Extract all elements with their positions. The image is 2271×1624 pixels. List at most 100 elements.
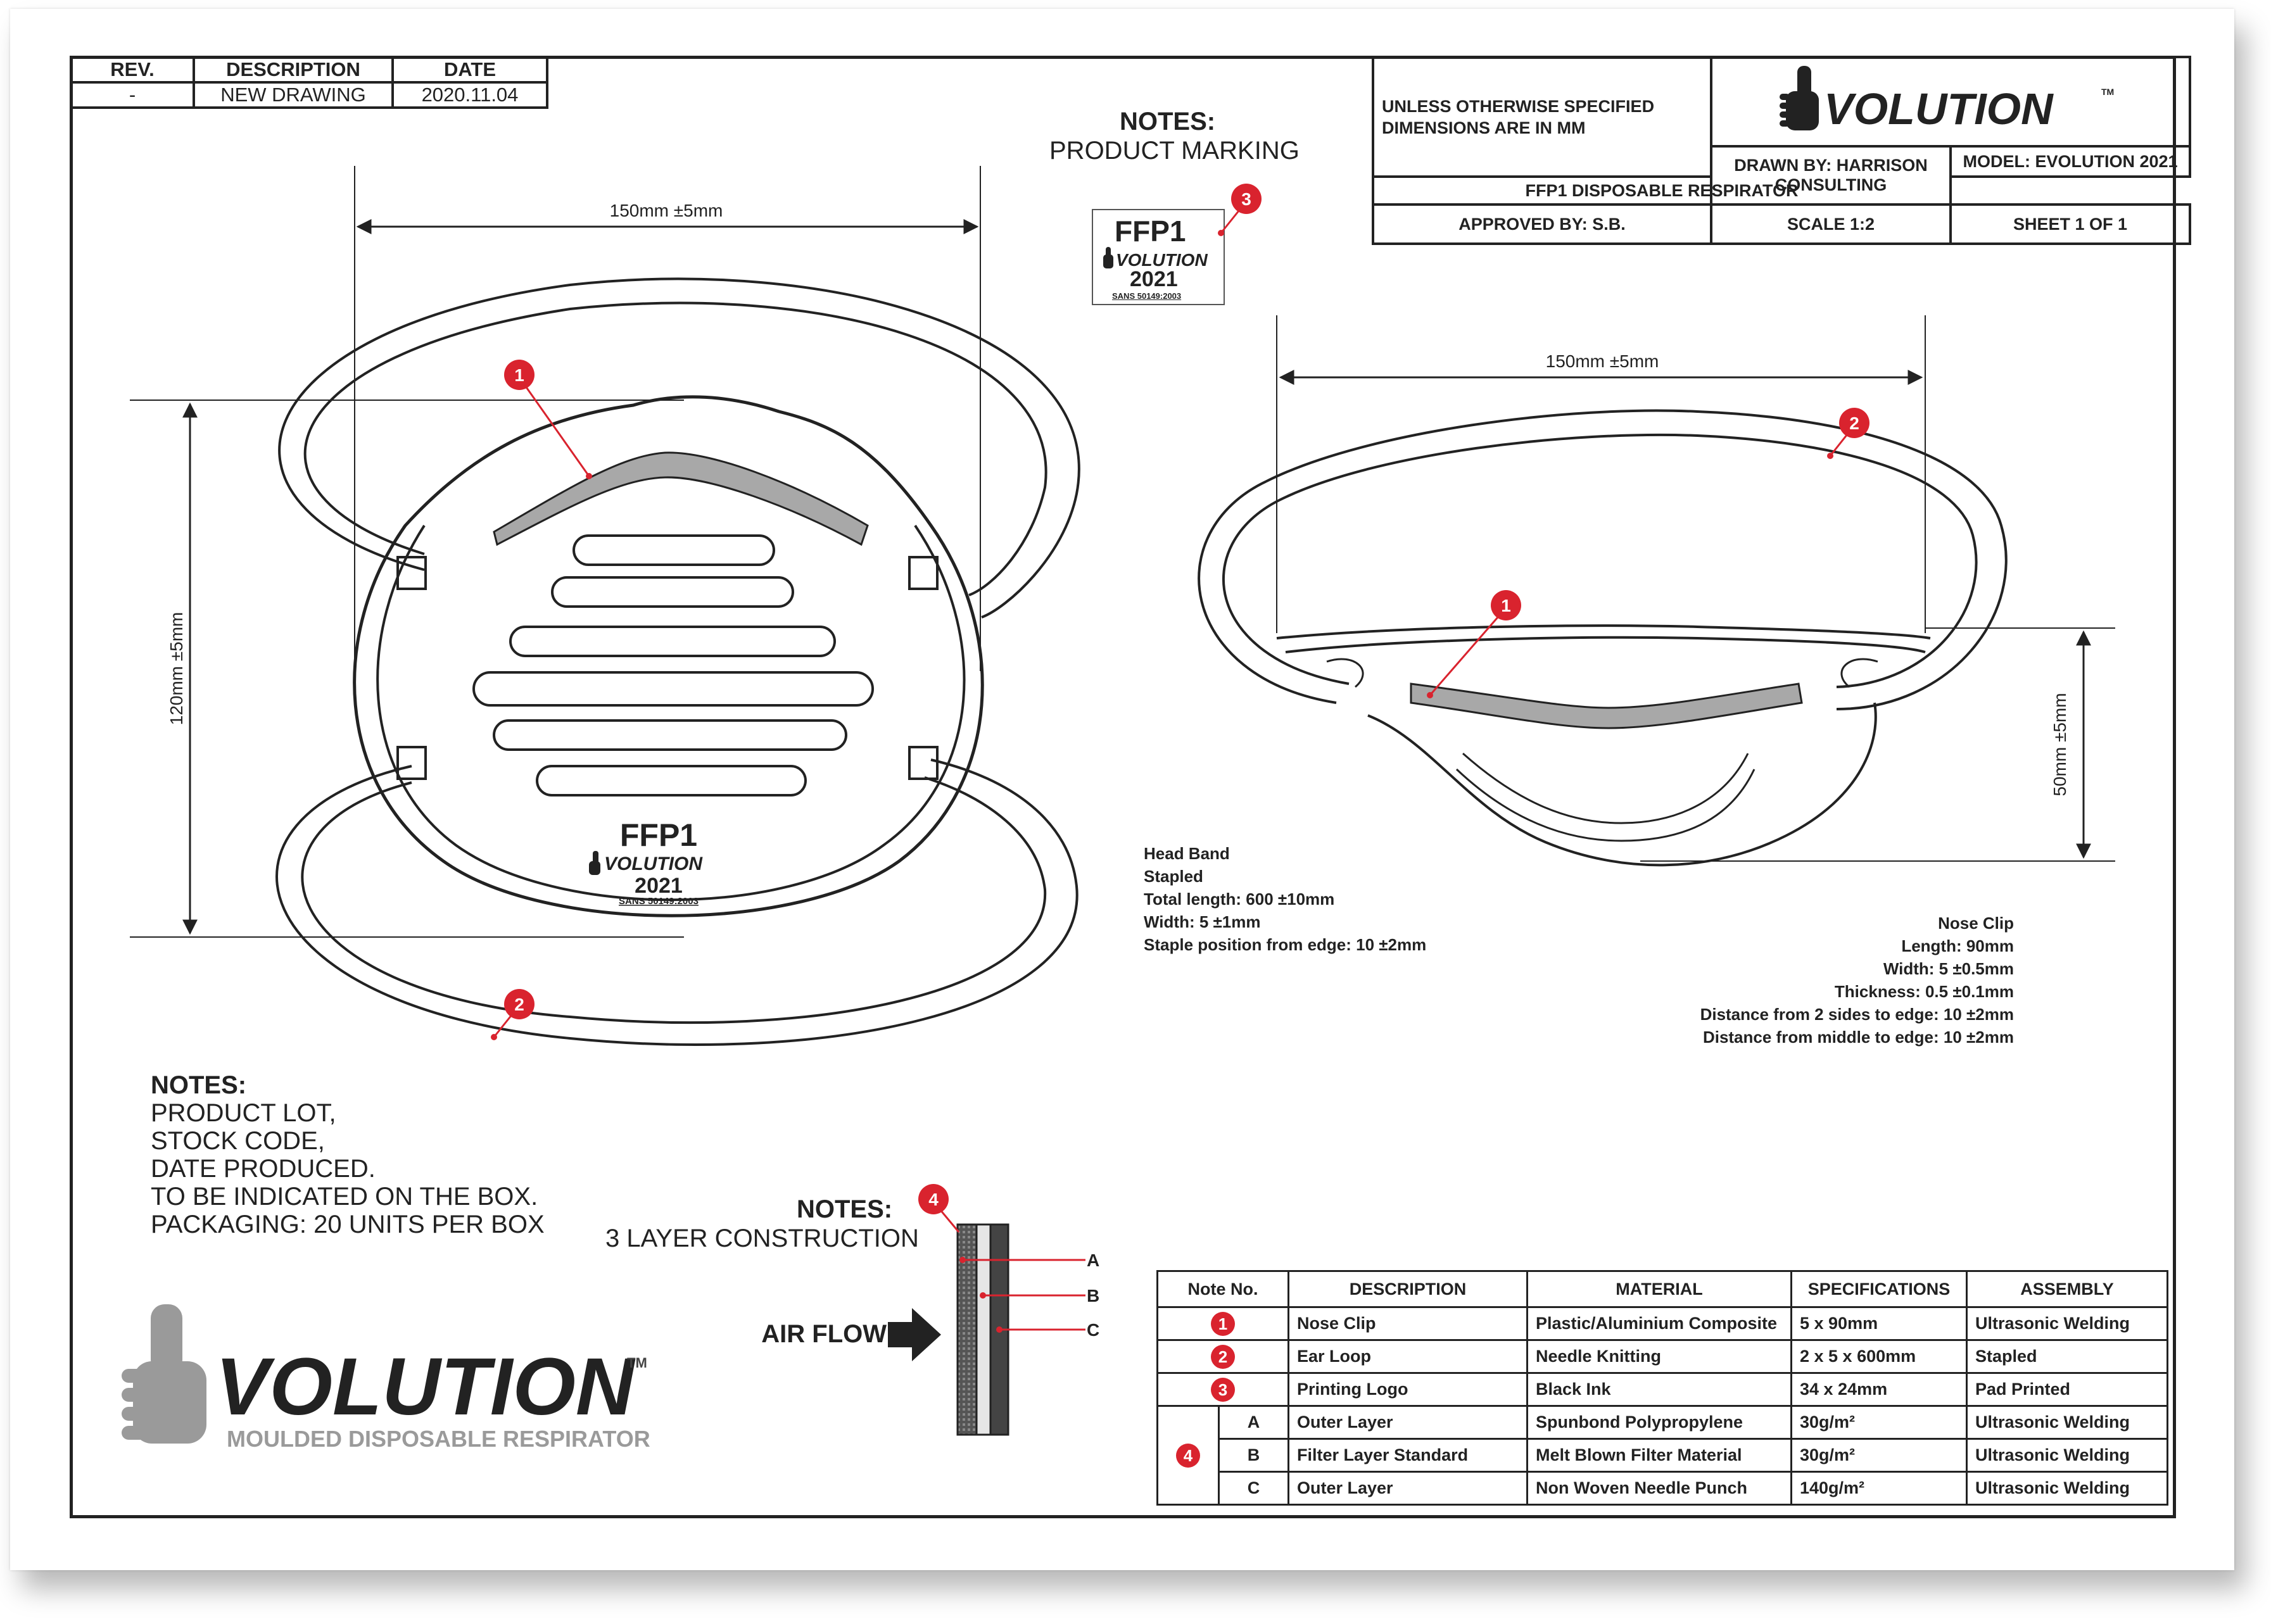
cell-material: Black Ink bbox=[1526, 1372, 1792, 1407]
cell-material: Non Woven Needle Punch bbox=[1526, 1471, 1792, 1506]
note-badge: 1 bbox=[1211, 1311, 1235, 1336]
rev-header: REV. bbox=[70, 56, 195, 84]
scale-label: SCALE 1:2 bbox=[1710, 203, 1952, 245]
table-row: 4 A Outer Layer Spunbond Polypropylene 3… bbox=[1156, 1405, 2168, 1506]
cell-sub: A bbox=[1218, 1405, 1289, 1440]
spec-header-material: MATERIAL bbox=[1526, 1270, 1792, 1308]
note-number: 1 bbox=[1156, 1306, 1289, 1341]
callout-4: 4 bbox=[918, 1184, 960, 1233]
head-band-line: Stapled bbox=[1144, 867, 1203, 886]
mask-standard: SANS 50149:2003 bbox=[619, 896, 699, 907]
callout-side-2: 2 bbox=[1827, 408, 1869, 459]
head-band-notes: Head Band Stapled Total length: 600 ±10m… bbox=[1144, 842, 1426, 956]
brand-logo-text: VOLUTION bbox=[215, 1342, 636, 1432]
callout-3: 3 bbox=[1218, 184, 1262, 236]
callout-1-label: 1 bbox=[514, 365, 524, 385]
thumbs-up-icon bbox=[589, 851, 600, 875]
side-height-dim: 50mm ±5mm bbox=[2050, 693, 2070, 796]
spec-header-specs: SPECIFICATIONS bbox=[1790, 1270, 1968, 1308]
cell-material: Spunbond Polypropylene bbox=[1526, 1405, 1792, 1440]
callout-3-label: 3 bbox=[1241, 189, 1251, 209]
spec-header-assembly: ASSEMBLY bbox=[1966, 1270, 2168, 1308]
model-label: MODEL: EVOLUTION 2021 bbox=[1949, 145, 2191, 178]
front-view bbox=[130, 166, 1080, 1046]
marking-brand: VOLUTION bbox=[1116, 250, 1208, 270]
notes-lot-title: NOTES: bbox=[151, 1071, 247, 1099]
thumbs-up-icon bbox=[1780, 66, 1819, 130]
mask-print: FFP1 VOLUTION 2021 SANS 50149:2003 bbox=[589, 817, 703, 907]
note-badge: 2 bbox=[1211, 1344, 1235, 1369]
thumbs-up-icon bbox=[1103, 247, 1113, 268]
head-band-line: Staple position from edge: 10 ±2mm bbox=[1144, 935, 1427, 954]
cell-material: Needle Knitting bbox=[1526, 1339, 1792, 1374]
nose-clip-line: Width: 5 ±0.5mm bbox=[1883, 959, 2014, 978]
spec-table: Note No. DESCRIPTION MATERIAL SPECIFICAT… bbox=[1156, 1270, 2168, 1506]
revision-table: REV. DESCRIPTION DATE - NEW DRAWING 2020… bbox=[70, 56, 548, 109]
notes-lot: NOTES: PRODUCT LOT, STOCK CODE, DATE PRO… bbox=[151, 1071, 545, 1238]
head-band-line: Head Band bbox=[1144, 844, 1230, 863]
notes-lot-line: DATE PRODUCED. bbox=[151, 1155, 376, 1183]
cell-assembly: Ultrasonic Welding bbox=[1966, 1306, 2168, 1341]
cell-material: Melt Blown Filter Material bbox=[1526, 1438, 1792, 1473]
title-block: UNLESS OTHERWISE SPECIFIED DIMENSIONS AR… bbox=[1372, 56, 2191, 245]
brand-logo-tm: TM bbox=[627, 1355, 647, 1371]
layer-c-label: C bbox=[1087, 1320, 1099, 1340]
table-row: 1 Nose Clip Plastic/Aluminium Composite … bbox=[1156, 1306, 2168, 1341]
marking-year: 2021 bbox=[1130, 267, 1178, 291]
note-number: 3 bbox=[1156, 1372, 1289, 1407]
notes-lot-line: STOCK CODE, bbox=[151, 1127, 325, 1155]
cell-description: Outer Layer bbox=[1287, 1405, 1528, 1440]
spec-header-note: Note No. bbox=[1156, 1270, 1289, 1308]
cell-spec: 30g/m² bbox=[1790, 1405, 1968, 1440]
date-header: DATE bbox=[391, 56, 548, 84]
title-logo-text: VOLUTION bbox=[1824, 84, 2054, 134]
cell-description: Nose Clip bbox=[1287, 1306, 1528, 1341]
rev-value: - bbox=[70, 81, 195, 109]
date-value: 2020.11.04 bbox=[391, 81, 548, 109]
marking-label: FFP1 VOLUTION 2021 SANS 50149:2003 bbox=[1092, 209, 1225, 305]
side-width-dim: 150mm ±5mm bbox=[1546, 351, 1659, 371]
approved-by: APPROVED BY: S.B. bbox=[1372, 203, 1712, 245]
callout-front-2: 2 bbox=[491, 989, 535, 1040]
cell-material: Plastic/Aluminium Composite bbox=[1526, 1306, 1792, 1341]
notes-marking-title: NOTES: bbox=[1120, 108, 1216, 135]
mask-ffp1: FFP1 bbox=[620, 817, 697, 853]
mask-brand: VOLUTION bbox=[604, 853, 703, 874]
side-view bbox=[1198, 315, 2115, 867]
title-logo-cell: VOLUTION TM bbox=[1710, 56, 2191, 148]
evolution-logo: VOLUTION TM bbox=[1780, 66, 2114, 134]
note-number: 4 bbox=[1156, 1405, 1220, 1506]
table-row: B Filter Layer Standard Melt Blown Filte… bbox=[1158, 1438, 2168, 1473]
drawing-border bbox=[70, 56, 2176, 1518]
callout-4-label: 4 bbox=[928, 1190, 939, 1209]
nose-clip-notes: Nose Clip Length: 90mm Width: 5 ±0.5mm T… bbox=[1700, 912, 2014, 1048]
layer-a-label: A bbox=[1087, 1250, 1099, 1270]
brand-logo: VOLUTION TM bbox=[122, 1304, 647, 1444]
cell-spec: 2 x 5 x 600mm bbox=[1790, 1339, 1968, 1374]
cell-description: Printing Logo bbox=[1287, 1372, 1528, 1407]
notes-lot-line: TO BE INDICATED ON THE BOX. bbox=[151, 1183, 538, 1211]
nose-clip-line: Distance from middle to edge: 10 ±2mm bbox=[1702, 1028, 2014, 1047]
notes-layers-title: NOTES: bbox=[797, 1195, 893, 1223]
cell-description: Filter Layer Standard bbox=[1287, 1438, 1528, 1473]
sheet-label: SHEET 1 OF 1 bbox=[1949, 203, 2191, 245]
table-row: C Outer Layer Non Woven Needle Punch 140… bbox=[1158, 1471, 2168, 1506]
table-row: 3 Printing Logo Black Ink 34 x 24mm Pad … bbox=[1156, 1372, 2168, 1407]
airflow-arrow-icon bbox=[888, 1308, 941, 1361]
cell-spec: 5 x 90mm bbox=[1790, 1306, 1968, 1341]
marking-ffp1: FFP1 bbox=[1115, 215, 1186, 248]
marking-standard: SANS 50149:2003 bbox=[1112, 291, 1182, 301]
cell-description: Ear Loop bbox=[1287, 1339, 1528, 1374]
nose-clip-line: Length: 90mm bbox=[1901, 936, 2014, 955]
cell-spec: 34 x 24mm bbox=[1790, 1372, 1968, 1407]
front-width-dim: 150mm ±5mm bbox=[610, 201, 723, 220]
description-header: DESCRIPTION bbox=[193, 56, 394, 84]
cell-description: Outer Layer bbox=[1287, 1471, 1528, 1506]
notes-lot-line: PACKAGING: 20 UNITS PER BOX bbox=[151, 1211, 545, 1238]
side-callout-1-label: 1 bbox=[1501, 596, 1511, 615]
head-band-line: Width: 5 ±1mm bbox=[1144, 912, 1261, 931]
callout-2-label: 2 bbox=[514, 995, 524, 1014]
cell-spec: 140g/m² bbox=[1790, 1471, 1968, 1506]
cell-assembly: Ultrasonic Welding bbox=[1966, 1405, 2168, 1440]
cell-assembly: Ultrasonic Welding bbox=[1966, 1471, 2168, 1506]
